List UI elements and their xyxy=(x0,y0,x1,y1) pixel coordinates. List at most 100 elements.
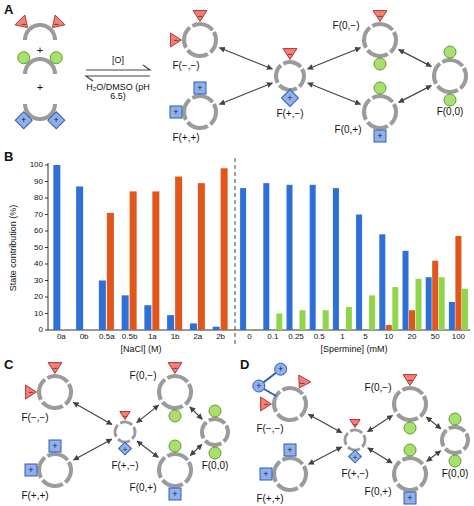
macrocycle: F(−,−) xyxy=(184,24,216,56)
bar xyxy=(439,277,445,330)
bar xyxy=(152,191,159,330)
cation-square xyxy=(15,112,32,129)
tick-label: 10 xyxy=(34,309,43,317)
ring xyxy=(268,452,312,496)
anion-triangle xyxy=(48,363,62,374)
equilibrium-arrow xyxy=(368,448,392,463)
charge-sign: + xyxy=(21,116,26,125)
macrocycle: F(0,0) xyxy=(434,60,466,92)
spermine-bead xyxy=(253,380,265,392)
macrocycle: F(0,−) xyxy=(159,376,191,408)
equilibrium-arrow xyxy=(219,48,272,69)
macrocycle-ring xyxy=(202,419,228,445)
neutral-circle xyxy=(169,410,181,422)
state-label: F(0,+) xyxy=(365,487,392,497)
state-label: F(0,+) xyxy=(335,125,362,135)
neutral-circle xyxy=(18,52,30,64)
macrocycle: F(0,+) xyxy=(159,454,191,486)
neutral-circle xyxy=(444,94,456,106)
bar xyxy=(432,261,438,330)
tick-label: 10 xyxy=(384,333,393,341)
ring xyxy=(437,422,473,458)
neutral-circle xyxy=(169,440,181,452)
state-label: F(0,0) xyxy=(437,107,464,117)
macrocycle-ring xyxy=(364,24,396,56)
y-tick xyxy=(45,198,48,199)
macrocycle: F(+,−) xyxy=(276,62,304,90)
equilibrium-arrow xyxy=(73,439,111,460)
bar xyxy=(323,310,329,330)
macrocycle: F(0,+) xyxy=(394,458,426,490)
axis-title: [Spermine] (mM) xyxy=(320,345,387,354)
building-block-arc xyxy=(25,104,55,119)
axis-title: [NaCl] (M) xyxy=(121,345,162,354)
tick-label: 0a xyxy=(57,333,66,341)
tick-label: 2a xyxy=(193,333,202,341)
cation-square xyxy=(48,112,65,129)
bar xyxy=(416,279,422,330)
neutral-circle xyxy=(50,52,62,64)
equilibrium-arrow xyxy=(137,405,159,423)
ring xyxy=(153,370,197,414)
cation-square xyxy=(169,488,181,500)
macrocycle: F(0,−) xyxy=(364,24,396,56)
ring xyxy=(33,370,77,414)
ring xyxy=(388,382,432,426)
anion-triangle xyxy=(168,363,182,374)
neutral-circle xyxy=(449,413,461,425)
y-axis xyxy=(48,163,49,330)
ring xyxy=(33,448,77,492)
axis-title: State contribution (%) xyxy=(9,205,18,292)
state-label: F(+,−) xyxy=(276,109,303,119)
ring xyxy=(178,18,222,62)
plus-sign: + xyxy=(37,45,43,57)
bar xyxy=(310,185,316,330)
cation-square xyxy=(284,444,296,456)
bar xyxy=(369,295,375,330)
ring xyxy=(178,90,222,134)
neutral-circle xyxy=(374,82,386,94)
bar xyxy=(356,215,362,331)
macrocycle: F(−,−) xyxy=(274,388,306,420)
state-label: F(0,0) xyxy=(442,469,469,479)
macrocycle-ring xyxy=(394,458,426,490)
state-label: F(0,0) xyxy=(202,461,229,471)
ring xyxy=(153,448,197,492)
anion-triangle xyxy=(403,375,417,386)
bar xyxy=(386,325,392,330)
tick-label: 1 xyxy=(340,333,344,341)
bar xyxy=(346,307,352,330)
cation-square xyxy=(260,468,272,480)
bar xyxy=(379,234,385,330)
tick-label: 0.5b xyxy=(122,333,138,341)
equilibrium-arrow xyxy=(368,416,393,432)
charge-sign: − xyxy=(54,19,59,28)
state-label: F(−,−) xyxy=(172,61,199,71)
bar xyxy=(263,183,269,330)
neutral-circle xyxy=(404,444,416,456)
state-label: F(+,+) xyxy=(172,133,199,143)
macrocycle-ring xyxy=(159,376,191,408)
cation-square xyxy=(170,106,182,118)
equilibrium-arrow xyxy=(137,441,158,457)
bar xyxy=(175,177,182,330)
macrocycle: F(+,−) xyxy=(115,422,135,442)
bar xyxy=(300,310,306,330)
macrocycle-ring xyxy=(39,376,71,408)
anion-triangle xyxy=(193,11,207,22)
bar xyxy=(455,236,461,330)
equilibrium-arrow xyxy=(190,407,202,419)
bar xyxy=(221,168,228,330)
y-tick xyxy=(45,181,48,182)
spermine-bead xyxy=(275,363,287,375)
equilibrium-arrow xyxy=(73,402,112,424)
tick-label: 2b xyxy=(216,333,225,341)
bar xyxy=(287,185,293,330)
state-label: F(−,−) xyxy=(256,424,283,434)
bar xyxy=(213,327,220,330)
cation-square xyxy=(404,492,416,504)
state-label: F(0,−) xyxy=(365,383,392,393)
